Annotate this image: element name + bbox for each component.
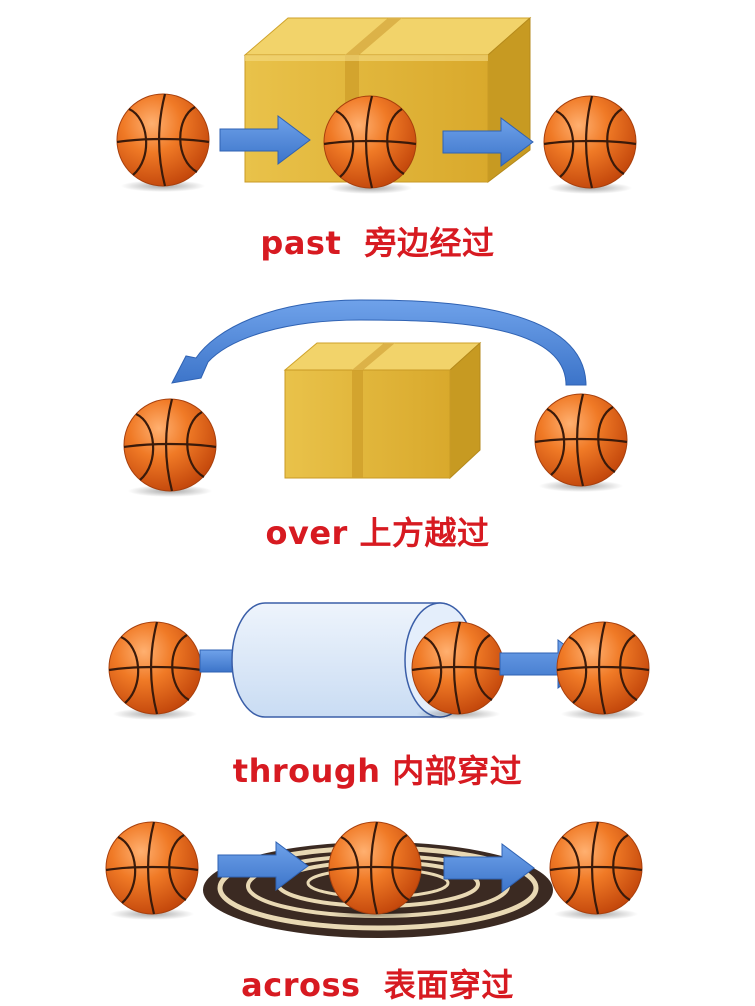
section-through: [107, 602, 651, 722]
basketball-end: [533, 392, 629, 494]
section-past: [115, 16, 638, 196]
basketball-end: [542, 94, 638, 196]
box-obstacle: [283, 341, 482, 480]
section-over: [122, 299, 629, 499]
basketball-start: [107, 620, 203, 722]
basketball-end: [548, 820, 644, 922]
basketball-start: [122, 397, 218, 499]
section-across: [104, 820, 644, 938]
caption-over: over 上方越过: [265, 514, 490, 552]
basketball-start: [115, 92, 211, 194]
caption-across: across 表面穿过: [241, 966, 514, 1004]
caption-past: past 旁边经过: [260, 224, 495, 262]
basketball-end: [555, 620, 651, 722]
curved-arrow: [171, 299, 587, 386]
caption-through: through 内部穿过: [232, 752, 523, 790]
basketball-start: [104, 820, 200, 922]
